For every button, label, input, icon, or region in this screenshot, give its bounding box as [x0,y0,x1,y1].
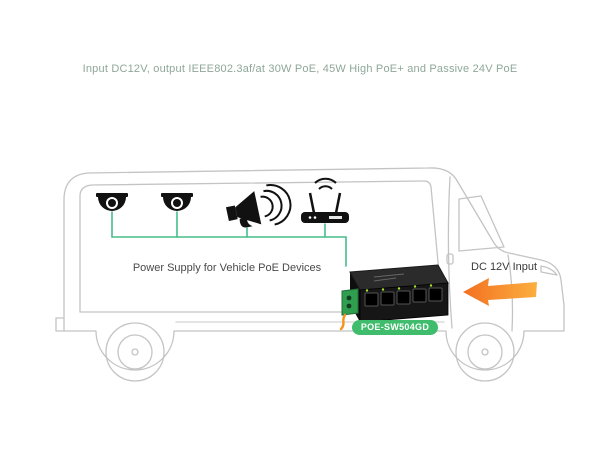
van-outline-drawing [55,167,565,382]
poe-connection-lines [111,211,347,267]
switch-ports [364,287,443,307]
van-rear-bumper [55,317,65,332]
megaphone-icon [225,184,292,228]
diagram-caption: Power Supply for Vehicle PoE Devices [132,262,322,274]
van-rear-wheel [105,322,165,382]
dc-input-label: DC 12V Input [471,261,538,273]
model-badge: POE-SW504GD [352,320,438,335]
poe-switch-image [339,264,449,331]
page-subtitle: Input DC12V, output IEEE802.3af/at 30W P… [82,63,518,75]
van-cab-window [458,195,505,252]
dc-wire [339,313,347,331]
dome-camera-icon [161,193,193,211]
switch-port-leds [365,284,433,292]
van-headlight [540,265,558,276]
dome-camera-icon [96,193,128,211]
switch-dc-terminal [341,288,359,316]
van-body-outline [63,167,565,371]
van-cab-door-line [447,176,453,329]
van-front-wheel [455,322,515,382]
wifi-router-icon [301,177,349,223]
left-arrow-icon [463,278,537,306]
van-mirror [446,253,454,265]
